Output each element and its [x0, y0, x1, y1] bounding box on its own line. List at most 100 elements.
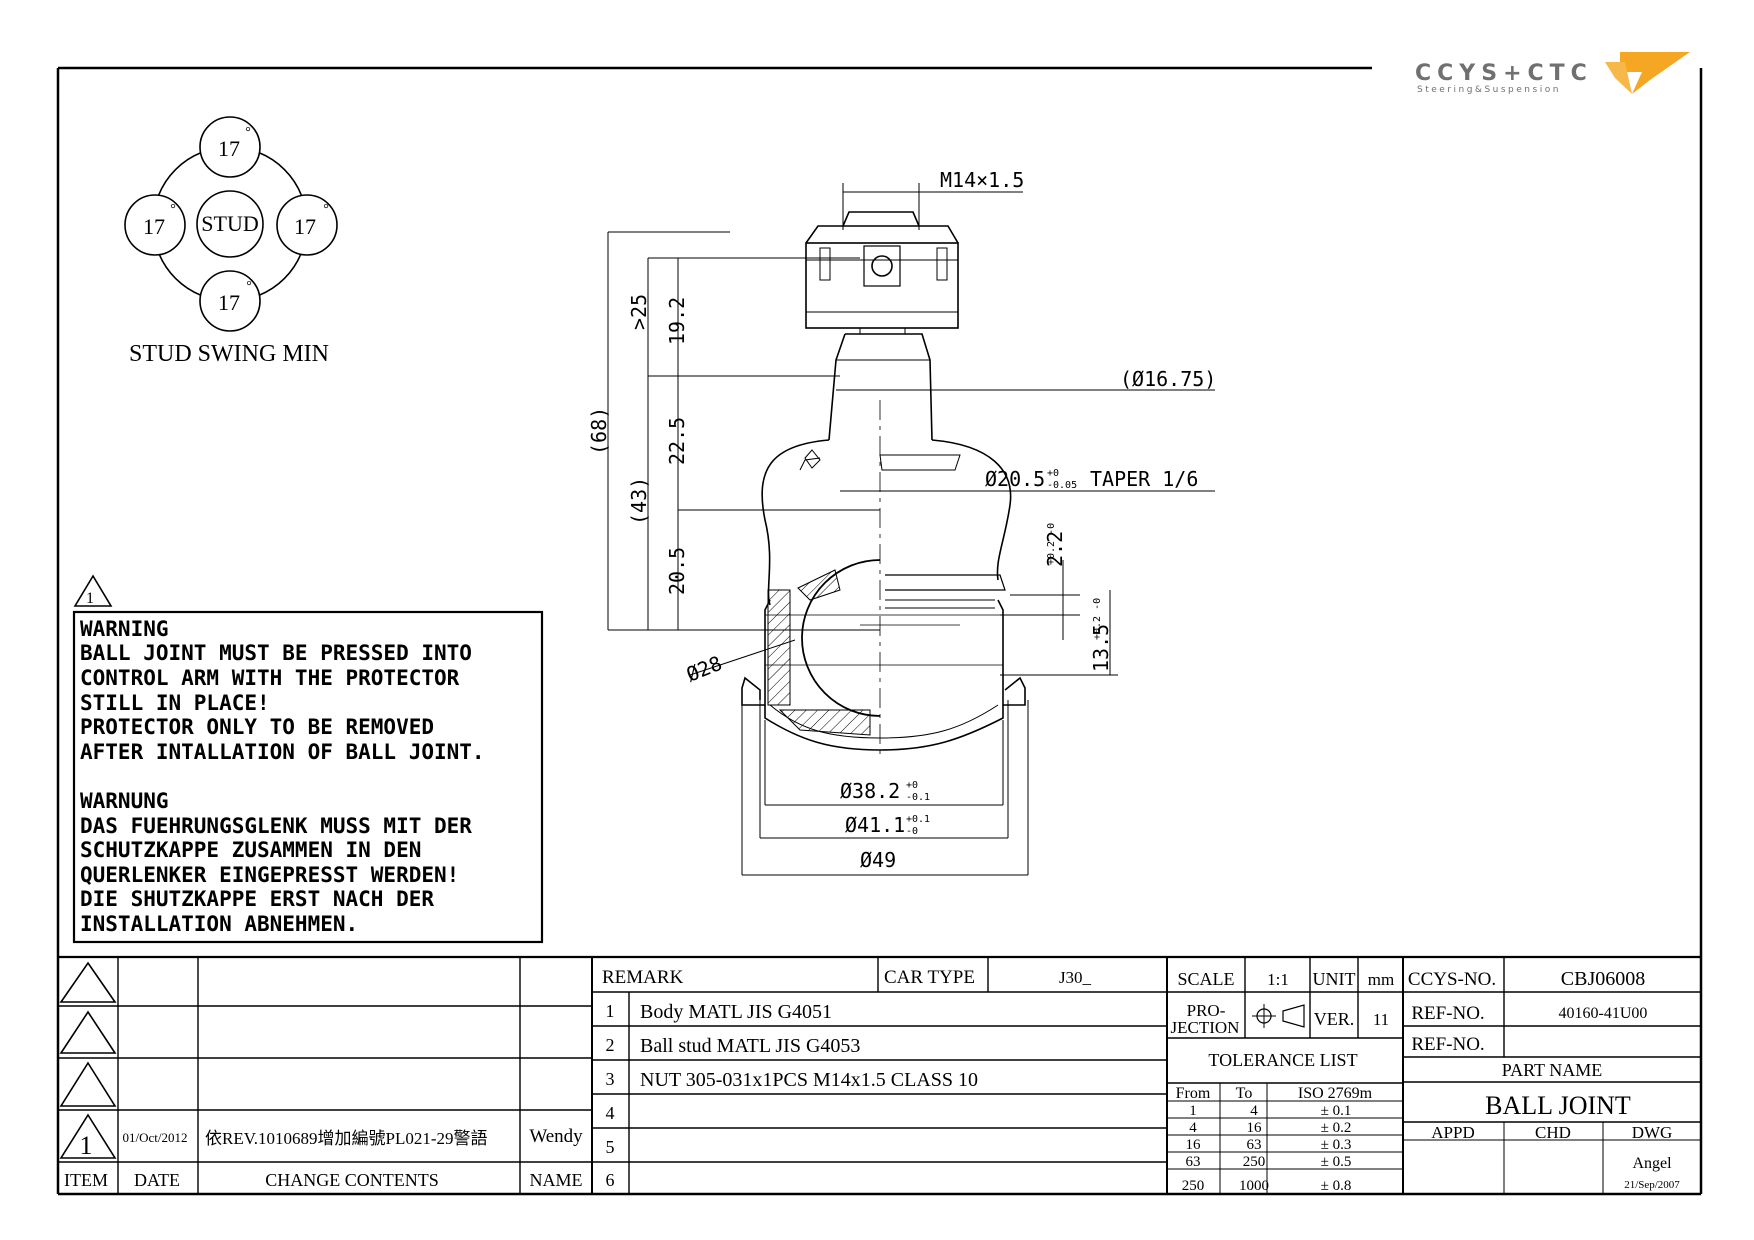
swing-angle-top: 17 [218, 136, 240, 161]
remark-item-4-no: 4 [606, 1103, 615, 1123]
dim-thread: M14×1.5 [940, 168, 1024, 192]
warning-note: 1 WARNING BALL JOINT MUST BE PRESSED INT… [72, 574, 544, 944]
dim-d49: Ø49 [860, 848, 896, 872]
dimension-texts: M14×1.5 (Ø16.75) Ø20.5 +0 -0.05 TAPER 1/… [587, 168, 1216, 872]
housing-body [741, 599, 1026, 706]
swing-bottom-circle [199, 270, 261, 332]
tol-r1-iso: ± 0.2 [1321, 1120, 1352, 1136]
dim-d382: Ø38.2 [840, 779, 900, 803]
stud-taper [828, 333, 933, 441]
tol-r2-to: 63 [1247, 1137, 1262, 1153]
dim-h135: 13.5 [1089, 624, 1113, 672]
tol-r1-from: 4 [1189, 1120, 1197, 1136]
rev-header-contents: CHANGE CONTENTS [265, 1170, 439, 1190]
unit-value: mm [1368, 970, 1394, 989]
warning-line-8: DAS FUEHRUNGSGLENK MUSS MIT DER [80, 814, 472, 838]
warning-line-0: WARNING [80, 617, 169, 641]
swing-left-circle [124, 194, 186, 256]
revision-triangle-1 [73, 574, 113, 607]
dim-h22-tol: +0.2 -0 [1046, 523, 1057, 565]
company-logo: CCYS+CTC Steering&Suspension [1415, 52, 1690, 95]
dim-h68: (68) [587, 407, 611, 455]
drawn-date: 21/Sep/2007 [1624, 1179, 1680, 1191]
dim-h225: 22.5 [665, 417, 689, 465]
swing-angle-right: 17 [294, 214, 316, 239]
rev-row-contents: 依REV.1010689增加編號PL021-29警語 [205, 1129, 488, 1148]
drawn-by: Angel [1632, 1155, 1672, 1172]
logo-brand: CCYS+CTC [1415, 61, 1593, 86]
scale-label: SCALE [1177, 969, 1234, 989]
rev-header-item: ITEM [64, 1170, 108, 1190]
appd-label: APPD [1431, 1123, 1474, 1142]
remark-item-2-text: Ball stud MATL JIS G4053 [640, 1035, 860, 1057]
remark-item-6-no: 6 [606, 1170, 615, 1190]
logo-tagline: Steering&Suspension [1417, 85, 1561, 95]
projection-label-1: PRO- [1187, 1001, 1226, 1020]
ref1-label: REF-NO. [1411, 1003, 1484, 1024]
warning-line-1: BALL JOINT MUST BE PRESSED INTO [80, 641, 472, 665]
tol-r0-to: 4 [1250, 1103, 1258, 1119]
remark-label: REMARK [602, 967, 684, 988]
warning-line-12: INSTALLATION ABNEHMEN. [80, 912, 358, 936]
tol-header-to: To [1236, 1085, 1253, 1102]
tolerance-title: TOLERANCE LIST [1208, 1050, 1357, 1070]
tol-r1-to: 16 [1247, 1120, 1263, 1136]
stud-swing-diagram [124, 116, 338, 332]
ver-value: 11 [1373, 1010, 1389, 1029]
dim-h135-tol: +0.2 -0 [1092, 598, 1103, 640]
scale-value: 1:1 [1267, 970, 1289, 989]
dim-d411-tol-up: +0.1 [906, 814, 930, 825]
dim-h205: 20.5 [665, 547, 689, 595]
swing-caption: STUD SWING MIN [129, 341, 329, 367]
dim-d411: Ø41.1 [845, 813, 905, 837]
swing-degree-bottom: ° [246, 279, 252, 294]
warning-line-9: SCHUTZKAPPE ZUSAMMEN IN DEN [80, 838, 421, 862]
ball-joint-drawing [741, 211, 1026, 760]
dim-taper-tol-up: +0 [1047, 468, 1059, 479]
tol-r4-to: 1000 [1239, 1178, 1269, 1194]
tol-header-from: From [1176, 1085, 1211, 1102]
swing-angle-bottom: 17 [218, 290, 240, 315]
chd-label: CHD [1535, 1123, 1571, 1142]
swing-degree-top: ° [245, 125, 251, 140]
part-name-value: BALL JOINT [1485, 1091, 1631, 1120]
stud-thread-tip [842, 211, 920, 227]
warning-line-7: WARNUNG [80, 789, 169, 813]
warning-line-2: CONTROL ARM WITH THE PROTECTOR [80, 666, 460, 690]
rev-row-name: Wendy [529, 1126, 583, 1147]
cotter-pin-hole [871, 255, 893, 277]
dim-h22: 2.2 [1043, 531, 1067, 567]
dim-h43: (43) [627, 477, 651, 525]
dim-d411-tol-low: -0 [906, 826, 918, 837]
tol-r3-iso: ± 0.5 [1321, 1154, 1352, 1170]
remark-item-3-text: NUT 305-031x1PCS M14x1.5 CLASS 10 [640, 1069, 978, 1091]
dim-d382-tol-up: +0 [906, 780, 918, 791]
remark-item-1-text: Body MATL JIS G4051 [640, 1001, 832, 1023]
warning-line-4: PROTECTOR ONLY TO BE REMOVED [80, 715, 434, 739]
warning-line-11: DIE SHUTZKAPPE ERST NACH DER [80, 887, 434, 911]
dim-d28: Ø28 [683, 651, 725, 687]
remark-item-5-no: 5 [606, 1137, 615, 1157]
tol-r0-iso: ± 0.1 [1321, 1103, 1352, 1119]
tol-r2-iso: ± 0.3 [1321, 1137, 1352, 1153]
unit-label: UNIT [1313, 969, 1356, 989]
swing-angle-left: 17 [143, 214, 165, 239]
ver-label: VER. [1314, 1009, 1355, 1029]
rev-row-date: 01/Oct/2012 [123, 1130, 188, 1145]
dim-gt25: >25 [627, 294, 651, 330]
dim-taper-label: TAPER 1/6 [1090, 467, 1198, 491]
part-name-label: PART NAME [1502, 1060, 1602, 1080]
tol-r0-from: 1 [1189, 1103, 1197, 1119]
ball [801, 559, 881, 717]
ccys-value: CBJ06008 [1561, 968, 1645, 990]
tol-r2-from: 16 [1186, 1137, 1202, 1153]
swing-top-circle [199, 116, 261, 178]
title-block-grid [58, 955, 1701, 1194]
rev-header-name: NAME [530, 1170, 583, 1190]
remark-item-2-no: 2 [606, 1035, 615, 1055]
swing-center-circle [196, 190, 264, 258]
tol-r3-to: 250 [1243, 1154, 1266, 1170]
car-type-value: J30_ [1059, 968, 1092, 987]
warning-line-10: QUERLENKER EINGEPRESST WERDEN! [80, 863, 459, 887]
swing-right-circle [276, 194, 338, 256]
